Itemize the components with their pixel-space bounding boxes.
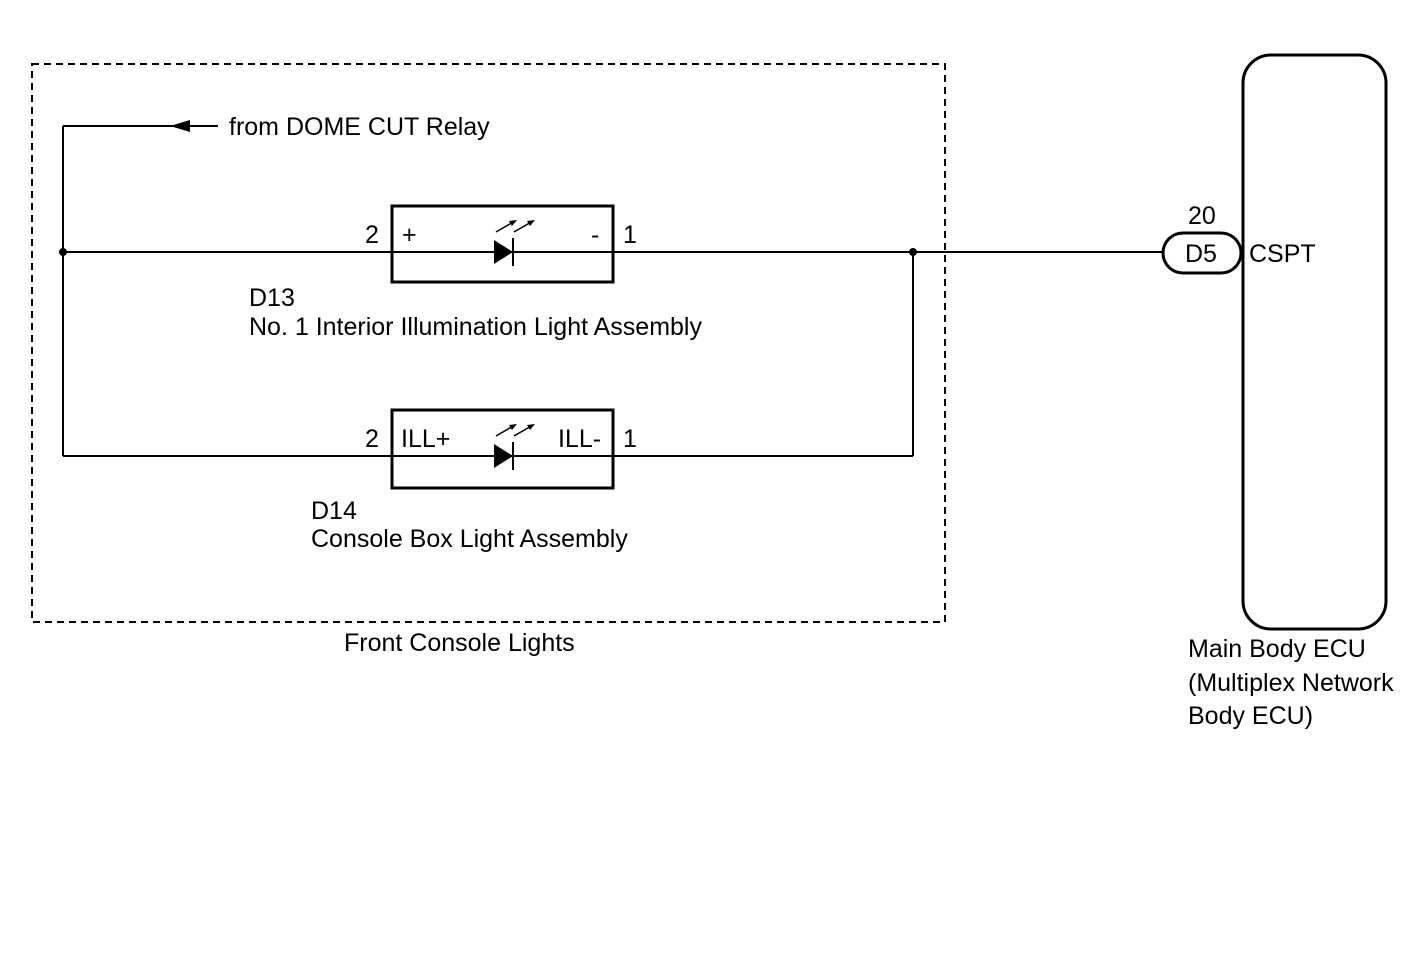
d13-terminal-left: +: [402, 221, 417, 249]
d14-pin-right: 1: [623, 425, 637, 453]
led-icon: [494, 220, 535, 266]
ecu-label-line2: (Multiplex Network: [1188, 669, 1394, 697]
d14-terminal-right: ILL-: [558, 425, 601, 453]
d14-code: D14: [311, 497, 357, 525]
junction-dot-left: [59, 248, 67, 256]
d14-name: Console Box Light Assembly: [311, 525, 628, 553]
connector-code: D5: [1185, 240, 1217, 268]
main-body-ecu-block: [1241, 53, 1388, 631]
d13-light-assembly: [390, 204, 615, 284]
d14-pin-left: 2: [365, 425, 379, 453]
ecu-label-line1: Main Body ECU: [1188, 635, 1366, 663]
d14-terminal-left: ILL+: [401, 425, 450, 453]
connector-d5: [1161, 231, 1243, 275]
led-icon: [494, 424, 535, 470]
relay-source-label: from DOME CUT Relay: [229, 113, 490, 141]
d13-pin-left: 2: [365, 221, 379, 249]
d13-terminal-right: -: [591, 221, 599, 249]
d14-light-assembly: [390, 408, 615, 490]
group-label: Front Console Lights: [344, 629, 575, 657]
d13-name: No. 1 Interior Illumination Light Assemb…: [249, 313, 702, 341]
ecu-label-line3: Body ECU): [1188, 702, 1313, 730]
left-arrow-icon: [170, 120, 190, 132]
connector-pin: 20: [1188, 202, 1216, 230]
front-console-lights-boundary: [31, 63, 946, 623]
d13-code: D13: [249, 284, 295, 312]
ecu-signal-label: CSPT: [1249, 240, 1316, 268]
relay-feed-wire: [62, 120, 218, 456]
junction-dot-right: [909, 248, 917, 256]
d13-pin-right: 1: [623, 221, 637, 249]
